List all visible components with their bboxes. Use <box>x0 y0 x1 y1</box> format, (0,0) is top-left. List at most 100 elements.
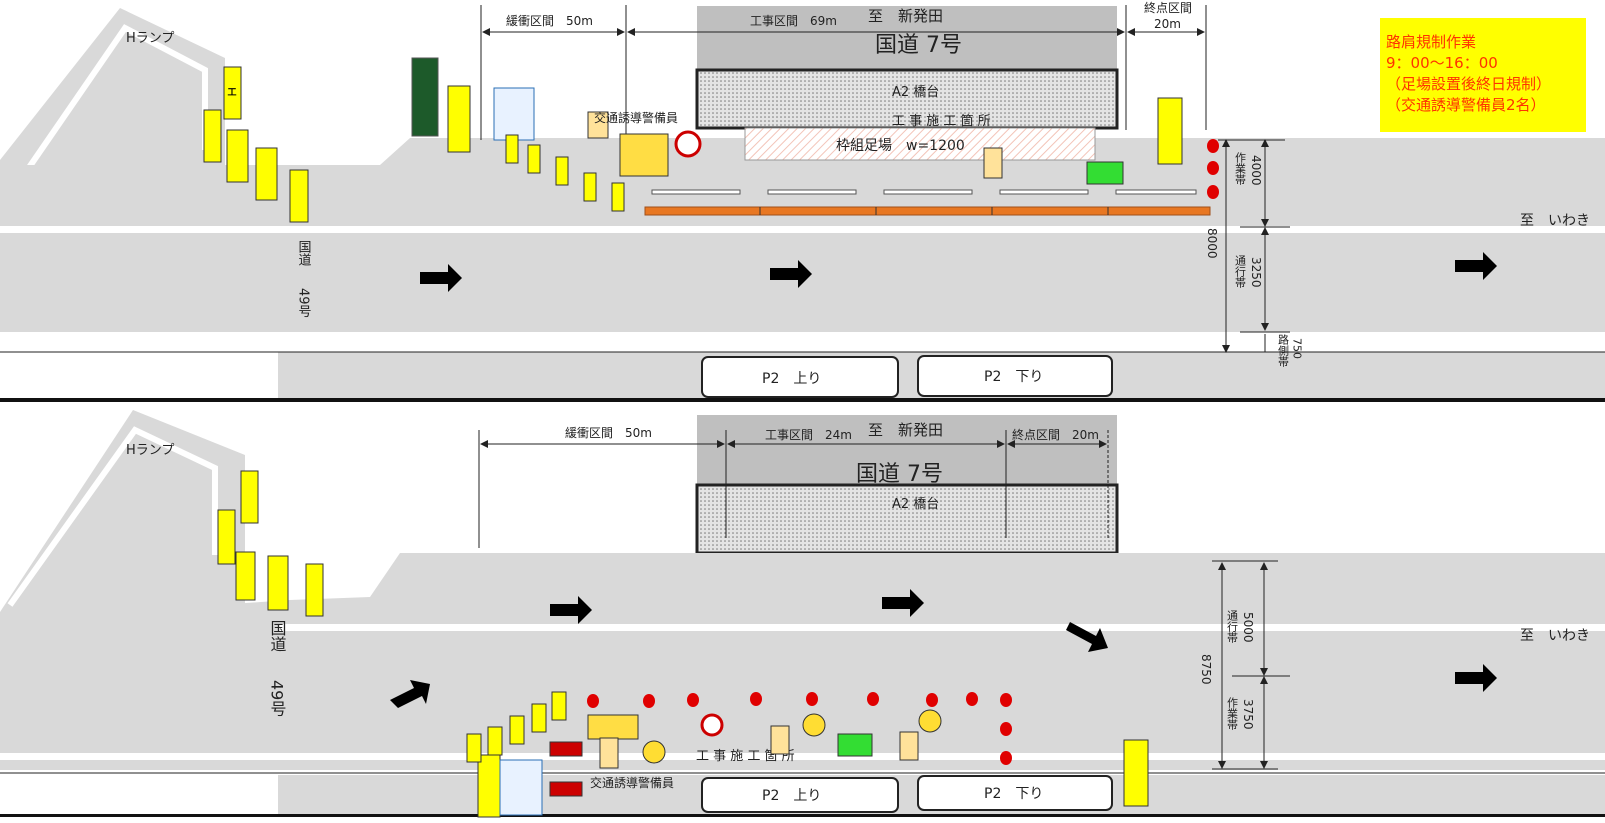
top-dim-end-value: 20m <box>1154 17 1181 31</box>
top-scaffold-label: 枠組足場 w=1200 <box>836 138 965 154</box>
top-sign-shoulder-close <box>255 147 278 201</box>
info-note-1: （足場設置後終日規制） <box>1386 75 1552 93</box>
bottom-direction-arrow-5 <box>1455 664 1497 692</box>
bottom-dim-work: 工事区間 24m <box>765 428 852 442</box>
top-rotating-lamp <box>674 130 702 158</box>
bottom-sign-slow <box>217 509 236 565</box>
bottom-road-number: 49号 <box>268 680 287 717</box>
top-east-label: 至 いわき <box>1520 213 1590 229</box>
bottom-panel: Hランプ 至 新発田 国道 7号 A2 橋台 工 事 施 工 箇 所 国道 49… <box>0 410 1605 818</box>
top-panel-border <box>0 398 1605 402</box>
top-route7-label: 国道 7号 <box>875 33 962 58</box>
top-scaffold-box <box>744 127 1096 161</box>
bottom-sign-work-300 <box>235 551 256 601</box>
svg-text:工: 工 <box>227 87 236 98</box>
bottom-road-name: 国道 <box>268 620 287 652</box>
top-sign-work-100 <box>289 169 309 223</box>
top-direction-arrow-3 <box>1455 252 1497 280</box>
bottom-band-work-val: 3750 <box>1241 699 1255 730</box>
top-band-travel-val: 3250 <box>1249 257 1263 288</box>
bottom-ramp-line <box>7 426 218 607</box>
top-lane-line-1 <box>0 226 1605 233</box>
bottom-north-label: 至 新発田 <box>868 421 943 439</box>
top-north-label: 至 新発田 <box>868 7 943 25</box>
bottom-band-travel: 通行帯 <box>1226 610 1239 643</box>
top-dim-end-label: 終点区間 <box>1144 0 1192 15</box>
bottom-worker-2 <box>899 731 919 761</box>
bottom-direction-arrow-1 <box>550 596 592 624</box>
bottom-p2-down <box>917 775 1113 811</box>
top-zone-start-sign <box>447 85 471 153</box>
bottom-cones <box>587 692 1012 765</box>
bottom-direction-arrow-4 <box>390 680 430 708</box>
top-p2-up <box>701 356 899 398</box>
top-bridge-deck <box>697 6 1117 70</box>
top-panel: Hランプ 至 新発田 国道 7号 A2 橋台 工 事 施 工 箇 所 枠組足場 … <box>0 0 1605 402</box>
info-title: 路肩規制作業 <box>1386 33 1477 51</box>
bottom-light-1 <box>642 740 666 764</box>
bottom-green-block <box>837 733 873 757</box>
top-p2-down-label: P2 下り <box>984 369 1043 385</box>
work-info-box: 路肩規制作業 9：00～16：00 （足場設置後終日規制） （交通誘導警備員2名… <box>1380 18 1586 132</box>
top-green-block <box>1086 161 1124 185</box>
bottom-dim-buffer: 緩衝区間 50m <box>565 426 652 440</box>
bottom-ramp <box>0 410 245 630</box>
top-direction-arrow-1 <box>420 264 462 292</box>
top-arrow-board <box>411 57 439 137</box>
bottom-p2-up <box>701 777 899 813</box>
top-arrow-cones <box>505 134 625 212</box>
top-abutment <box>695 68 1119 130</box>
bottom-ramp-label: Hランプ <box>126 443 174 458</box>
top-band-work-val: 4000 <box>1249 155 1263 186</box>
top-band-travel: 通行帯 <box>1234 255 1247 288</box>
top-p2-down <box>917 355 1113 397</box>
bottom-band-work: 作業帯 <box>1226 697 1239 730</box>
bottom-road <box>0 553 1605 770</box>
bottom-sign-lane-reduce <box>267 555 289 611</box>
bottom-lane-line-2 <box>0 753 1605 760</box>
top-p2-up-label: P2 上り <box>762 371 821 387</box>
bottom-info-panel <box>499 759 543 816</box>
top-sign-slow <box>203 109 222 163</box>
bottom-arrow-cones <box>466 691 567 763</box>
top-equipment <box>619 133 669 177</box>
top-dim-work: 工事区間 69m <box>750 14 837 28</box>
top-road-number: 49号 <box>296 288 312 318</box>
bottom-total-width: 8750 <box>1199 654 1213 685</box>
top-sign-work-500: 工 <box>223 66 242 120</box>
bottom-panel-border <box>0 814 1605 817</box>
bottom-direction-arrow-3 <box>1066 622 1108 652</box>
bottom-sign-work-500 <box>240 470 259 524</box>
top-dim-buffer: 緩衝区間 50m <box>506 14 593 28</box>
bottom-p2-down-label: P2 下り <box>984 786 1043 802</box>
top-cones-right <box>1207 139 1219 199</box>
top-total-width: 8000 <box>1205 228 1219 259</box>
top-shoulder-val: 750 <box>1291 338 1304 359</box>
bottom-barricade-1 <box>549 741 583 757</box>
top-barriers <box>644 189 1211 216</box>
top-band-work: 作業帯 <box>1234 152 1247 185</box>
top-direction-arrow-2 <box>770 260 812 288</box>
top-sign-work-300 <box>226 129 249 183</box>
top-worker <box>983 147 1003 179</box>
info-time: 9：00～16：00 <box>1386 54 1498 72</box>
top-road <box>0 138 1605 332</box>
top-info-panel <box>493 87 535 141</box>
top-lane-line-2 <box>0 332 1605 339</box>
bottom-worker-1 <box>770 725 790 755</box>
bottom-abutment-label: A2 橋台 <box>892 497 939 512</box>
bottom-guard <box>599 737 619 769</box>
bottom-p2-up-label: P2 上り <box>762 788 821 804</box>
top-road-name: 国道 <box>296 240 312 266</box>
bottom-direction-arrow-2 <box>882 589 924 617</box>
bottom-sign-work-100 <box>305 563 324 617</box>
bottom-zone-start-sign <box>477 754 501 818</box>
top-guard-label: 交通誘導警備員 <box>594 110 678 125</box>
top-abutment-label: A2 橋台 <box>892 85 939 100</box>
top-zone-end-sign <box>1157 97 1183 165</box>
top-ramp-label: Hランプ <box>126 31 174 46</box>
bottom-lane-line-1 <box>280 624 1605 631</box>
bottom-bridge-deck <box>697 415 1117 485</box>
top-worksite-label: 工 事 施 工 箇 所 <box>892 113 991 129</box>
